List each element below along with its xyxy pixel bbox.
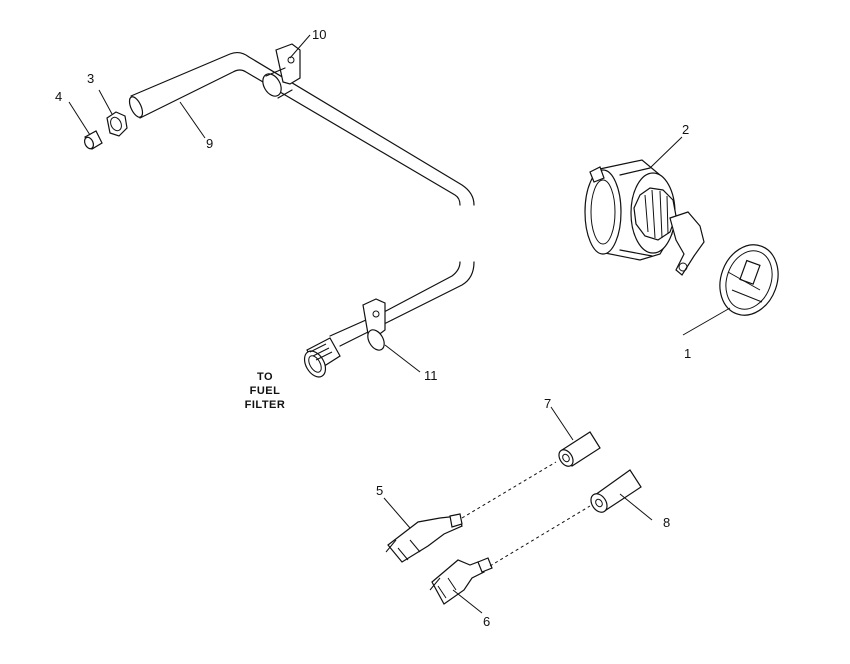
terminal-part-5: [385, 513, 463, 563]
wire-path-5-7: [461, 461, 557, 519]
callout-5: 5: [376, 483, 383, 498]
tube-clip-upper: [262, 43, 301, 99]
connector-part-7: [558, 431, 601, 467]
wire-path-6-8: [489, 505, 591, 567]
note-line-3: FILTER: [245, 399, 286, 411]
callout-7: 7: [544, 396, 551, 411]
note-line-2: FUEL: [250, 385, 281, 397]
callout-8: 8: [663, 515, 670, 530]
fuel-line-tube: [128, 51, 475, 347]
tube-clip-lower: [362, 298, 386, 351]
callout-1: 1: [684, 346, 691, 361]
callout-2: 2: [682, 122, 689, 137]
callout-3: 3: [87, 71, 94, 86]
callout-9: 9: [206, 136, 213, 151]
ignition-switch: [584, 159, 705, 276]
callout-6: 6: [483, 614, 490, 629]
nut-part-3: [106, 111, 128, 137]
leader-lines: [68, 34, 731, 614]
callout-10: 10: [312, 27, 326, 42]
callout-4: 4: [55, 89, 62, 104]
sleeve-part-4: [83, 130, 103, 150]
tube-end-fitting: [303, 337, 341, 378]
terminal-part-6: [429, 557, 493, 605]
switch-bezel-plate: [719, 244, 779, 316]
note-line-1: TO: [257, 371, 273, 383]
callout-11: 11: [424, 368, 438, 383]
connector-part-8: [590, 469, 642, 513]
